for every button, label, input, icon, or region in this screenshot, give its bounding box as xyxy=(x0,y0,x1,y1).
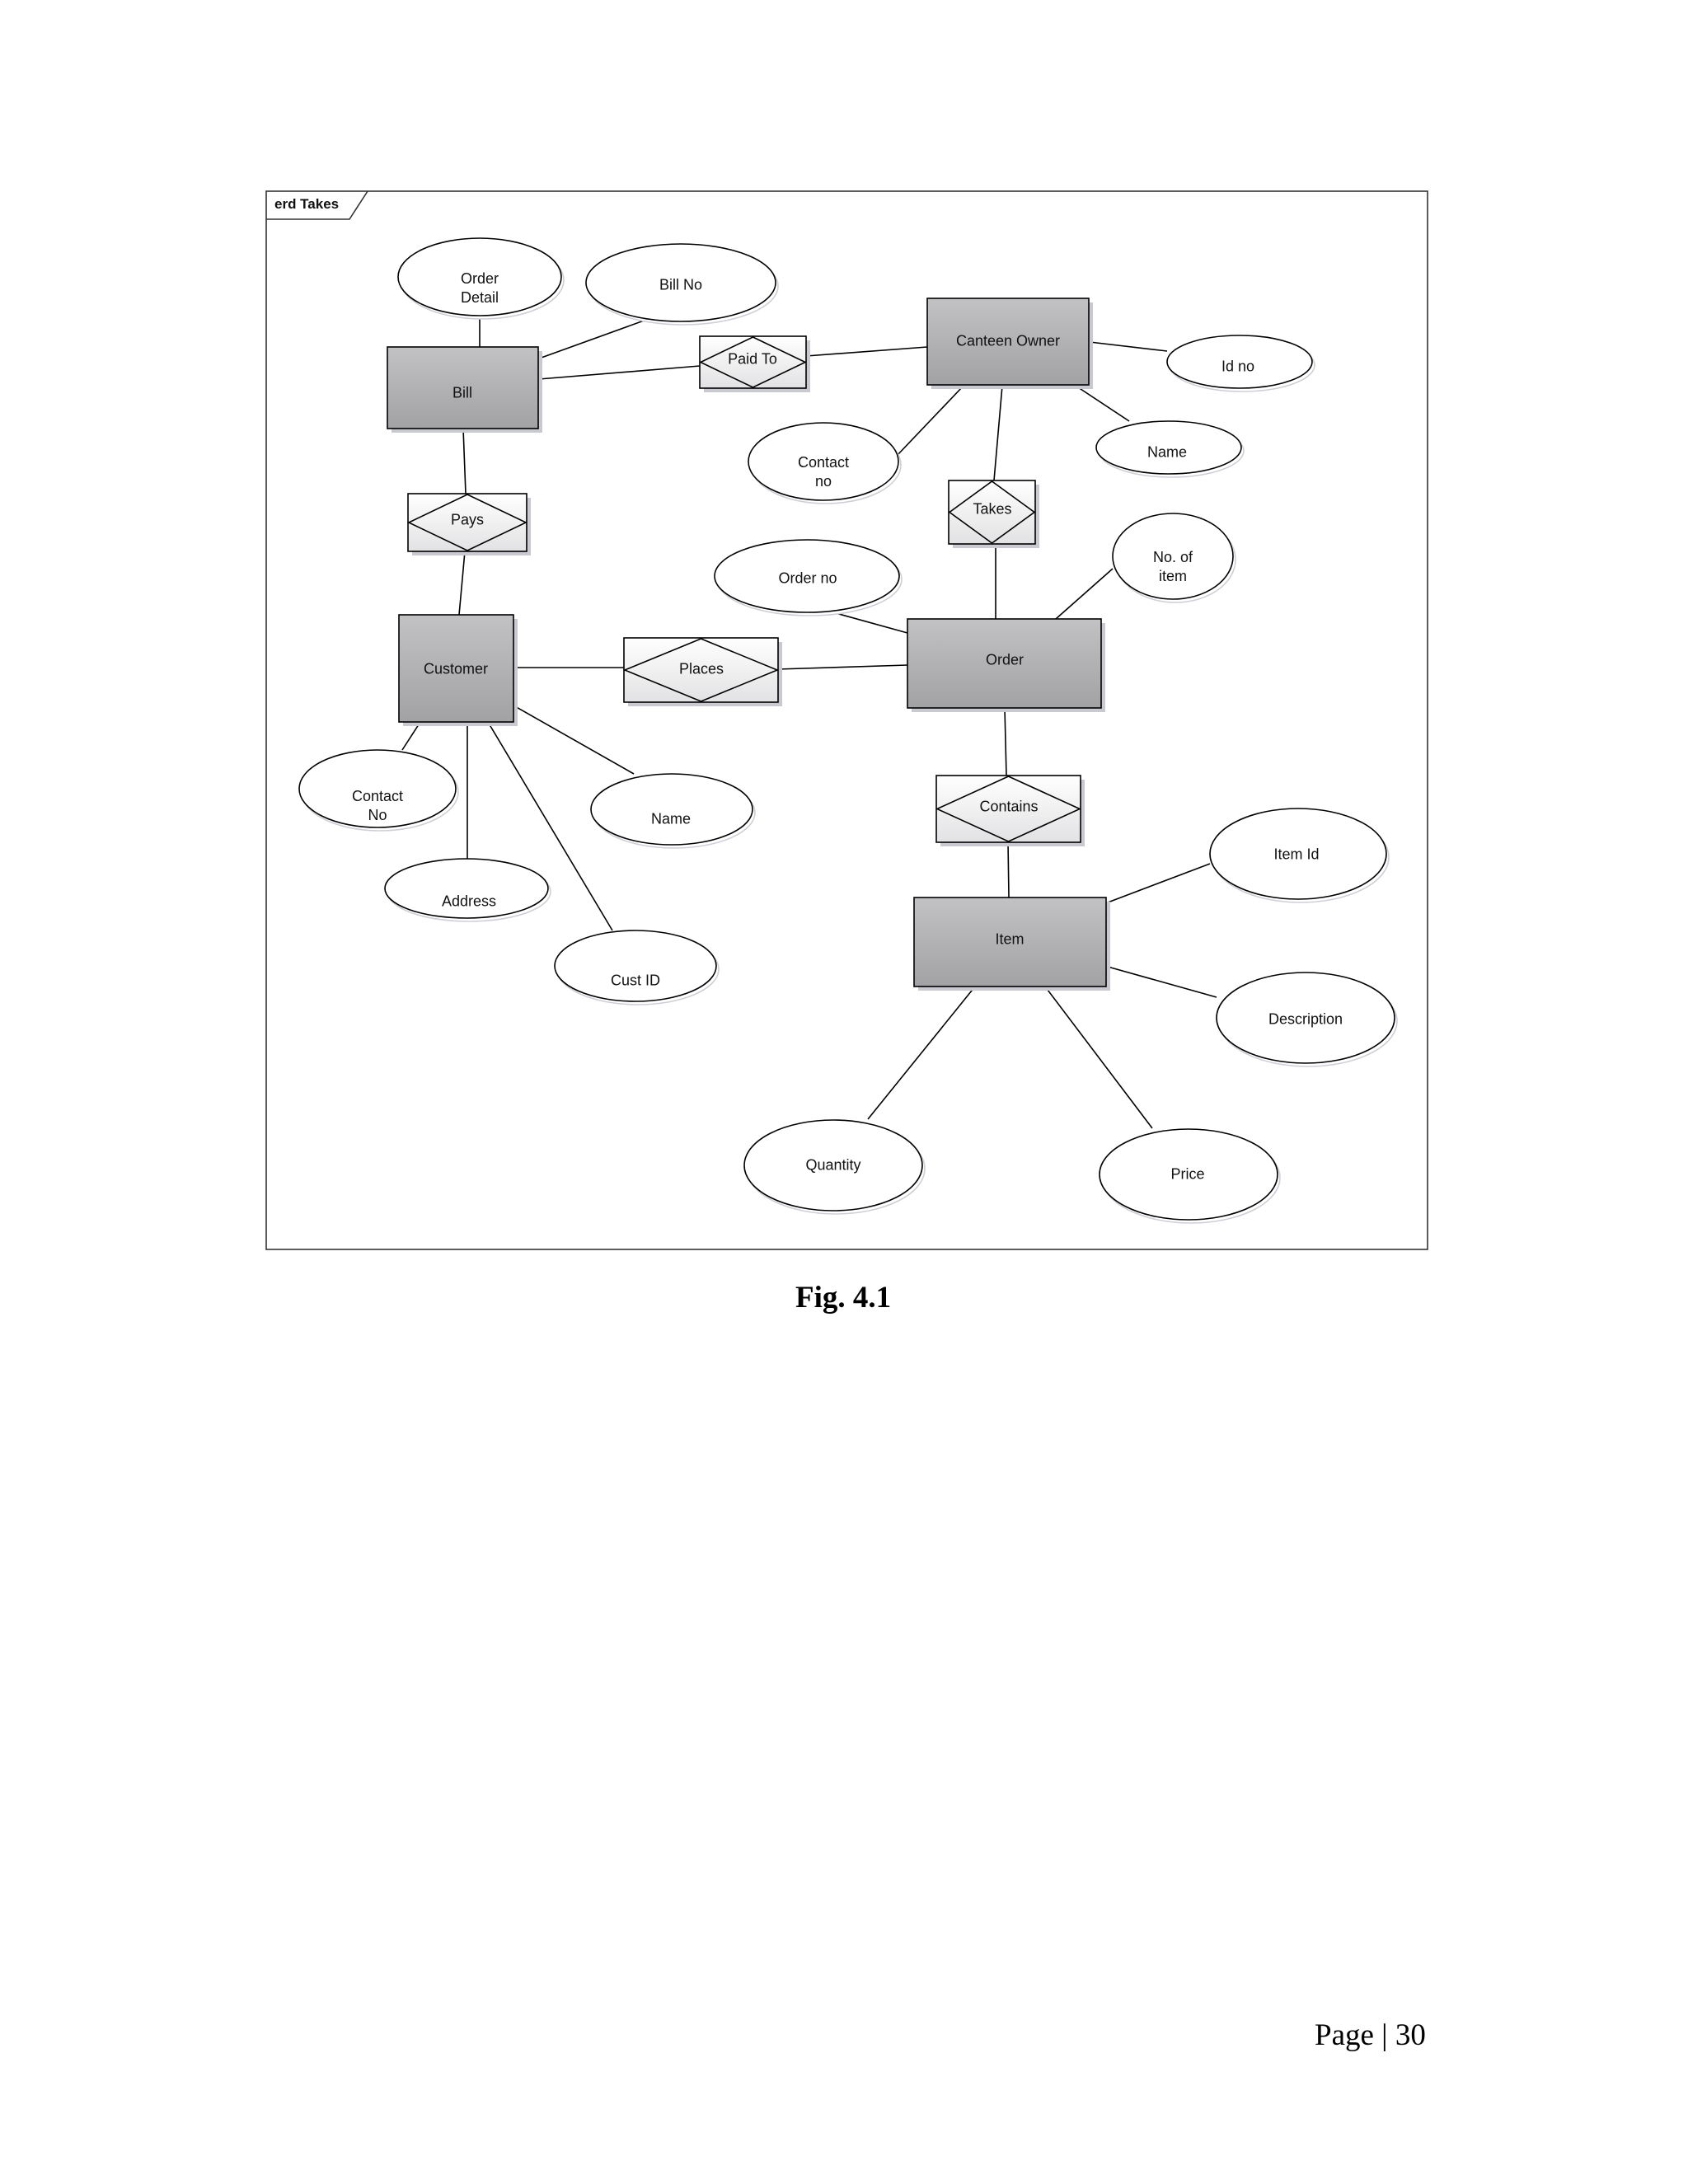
attribute-owner-name[interactable] xyxy=(1095,420,1245,478)
relationship-takes[interactable] xyxy=(948,480,1039,548)
relationship-places[interactable] xyxy=(622,637,782,706)
attribute-item-description[interactable] xyxy=(1216,972,1398,1067)
attribute-order-detail[interactable] xyxy=(397,237,565,320)
connector-lines xyxy=(401,316,1217,1129)
attribute-owner-id-no[interactable] xyxy=(1166,335,1315,392)
attribute-bill-no[interactable] xyxy=(585,243,779,326)
figure-caption: Fig. 4.1 xyxy=(795,1281,892,1315)
frame-title: erd Takes xyxy=(274,196,340,212)
entity-order[interactable] xyxy=(907,618,1105,712)
attribute-owner-contact-no[interactable] xyxy=(748,422,902,504)
relationship-contains[interactable] xyxy=(935,775,1085,846)
attribute-customer-contact-no[interactable] xyxy=(298,749,459,832)
page-number: Page | 30 xyxy=(1315,2018,1426,2052)
frame-title-tab xyxy=(266,190,368,220)
attribute-order-no[interactable] xyxy=(714,539,903,616)
attribute-customer-address[interactable] xyxy=(384,858,551,922)
attribute-customer-id[interactable] xyxy=(554,930,720,1005)
attribute-customer-name[interactable] xyxy=(590,773,756,849)
entity-canteen-owner[interactable] xyxy=(926,298,1093,389)
relationship-pays[interactable] xyxy=(407,493,531,555)
attribute-no-of-item[interactable] xyxy=(1112,513,1236,603)
attribute-item-price[interactable] xyxy=(1099,1128,1281,1224)
relationship-paid-to[interactable] xyxy=(699,335,810,392)
attribute-item-quantity[interactable] xyxy=(743,1119,926,1215)
attribute-item-id[interactable] xyxy=(1209,808,1390,903)
entity-bill[interactable] xyxy=(387,346,542,433)
entity-item[interactable] xyxy=(913,897,1110,991)
entity-customer[interactable] xyxy=(398,614,518,726)
